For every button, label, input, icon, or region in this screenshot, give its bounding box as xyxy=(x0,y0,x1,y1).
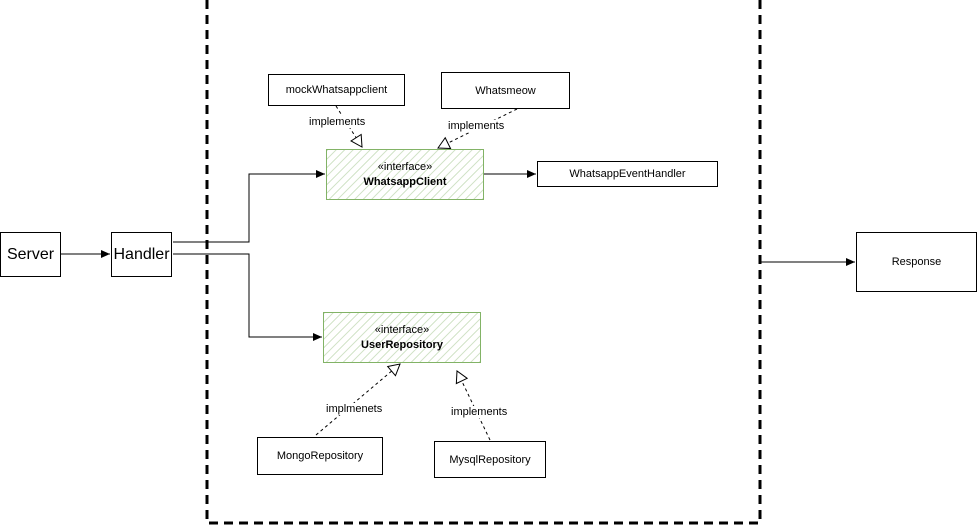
handler-node[interactable]: Handler xyxy=(111,232,172,277)
boundary-container xyxy=(205,0,762,525)
response-node[interactable]: Response xyxy=(856,232,977,292)
interface-name: UserRepository xyxy=(361,338,443,351)
interface-stereotype: «interface» xyxy=(377,160,433,173)
whatsmeow-node[interactable]: Whatsmeow xyxy=(441,72,570,109)
whatsmeow-implements-label: implements xyxy=(447,120,506,132)
server-node[interactable]: Server xyxy=(0,232,61,277)
edge-handler-userrepository xyxy=(173,253,322,341)
whatsapp-event-handler-node[interactable]: WhatsappEventHandler xyxy=(537,161,718,187)
mock-implements-label: implements xyxy=(308,116,367,128)
interface-stereotype: «interface» xyxy=(374,323,430,336)
user-repository-interface[interactable]: «interface» UserRepository xyxy=(323,312,481,363)
mock-whatsappclient-node[interactable]: mockWhatsappclient xyxy=(268,74,405,106)
interface-name: WhatsappClient xyxy=(363,175,447,188)
mysql-implements-label: implements xyxy=(450,406,509,418)
edge-mongo-implements xyxy=(315,363,401,436)
edge-mysql-implements xyxy=(455,370,491,441)
edge-handler-whatsappclient xyxy=(173,170,325,243)
mysql-repository-node[interactable]: MysqlRepository xyxy=(434,441,546,478)
mongo-repository-node[interactable]: MongoRepository xyxy=(257,437,383,475)
mongo-implements-label: implmenets xyxy=(325,403,384,415)
whatsapp-client-interface[interactable]: «interface» WhatsappClient xyxy=(326,149,484,200)
